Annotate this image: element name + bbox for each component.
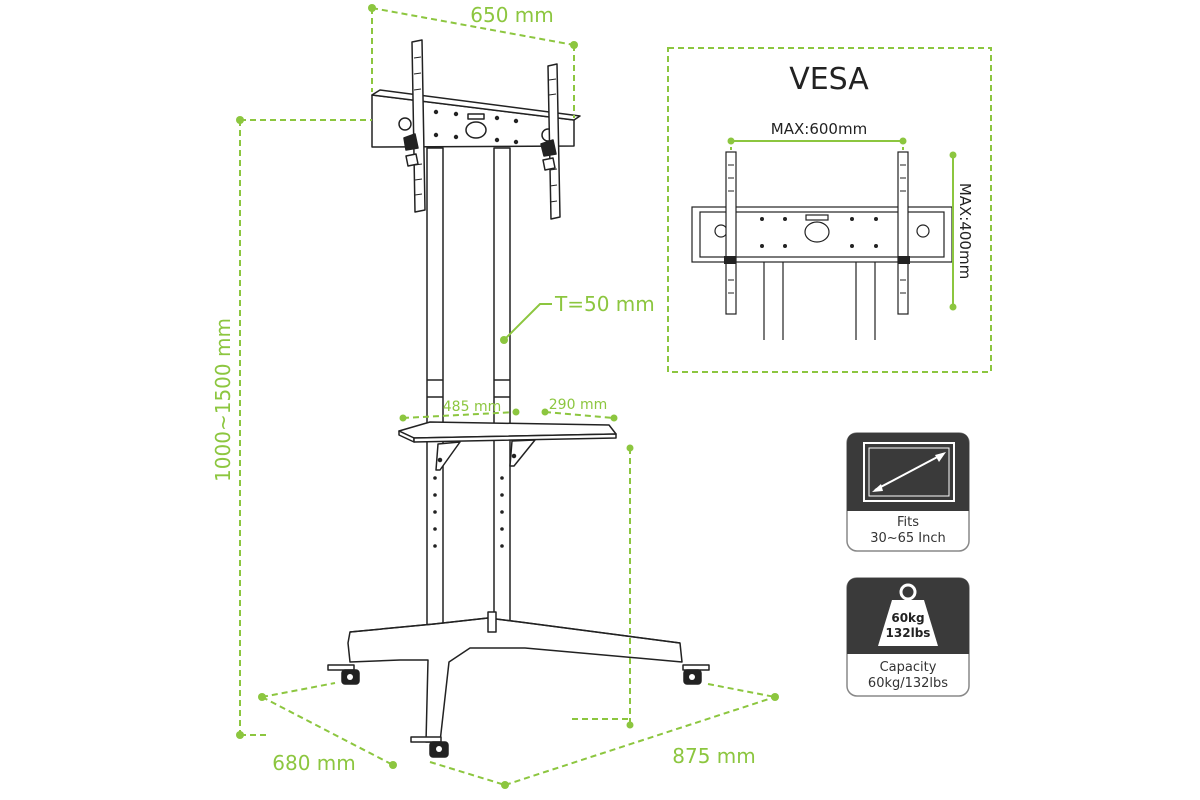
vesa-panel: VESA (667, 47, 992, 373)
casters (327, 664, 710, 758)
capacity-card: 60kg 132lbs Capacity 60kg/132lbs (846, 577, 970, 697)
fits-line1: Fits (897, 515, 919, 530)
fits-card: Fits 30~65 Inch (846, 432, 970, 552)
tube-leader (503, 303, 552, 341)
weight-icon (878, 583, 938, 646)
capacity-line2: 60kg/132lbs (868, 676, 948, 691)
stand-poles (426, 147, 511, 647)
capacity-badge-line2: 132lbs (886, 626, 931, 640)
vesa-bracket-drawing (691, 151, 953, 340)
base-depth-label: 680 mm (272, 751, 356, 775)
mounting-arms (403, 39, 561, 220)
tv-stand-drawing (327, 39, 710, 758)
capacity-badge-line1: 60kg (891, 611, 924, 625)
screen-diagonal-icon (863, 442, 955, 502)
shelf-depth-label: 290 mm (549, 397, 607, 413)
top-width-label: 650 mm (470, 3, 554, 27)
base (347, 611, 683, 743)
vesa-max-height: MAX:400mm (956, 183, 974, 279)
dimension-lines (239, 7, 776, 786)
dimension-endpoints (236, 4, 779, 789)
vesa-dimension-endpoints (727, 137, 957, 311)
capacity-line1: Capacity (880, 660, 937, 675)
vesa-title: VESA (789, 62, 869, 97)
fits-line2: 30~65 Inch (870, 531, 946, 546)
shelf-width-label: 485 mm (443, 399, 501, 415)
tube-label: T=50 mm (554, 292, 655, 316)
pole-holes (433, 476, 504, 548)
vesa-max-width: MAX:600mm (771, 120, 867, 138)
shelf (398, 421, 617, 471)
height-label: 1000~1500 mm (211, 318, 235, 482)
base-width-label: 875 mm (672, 744, 756, 768)
